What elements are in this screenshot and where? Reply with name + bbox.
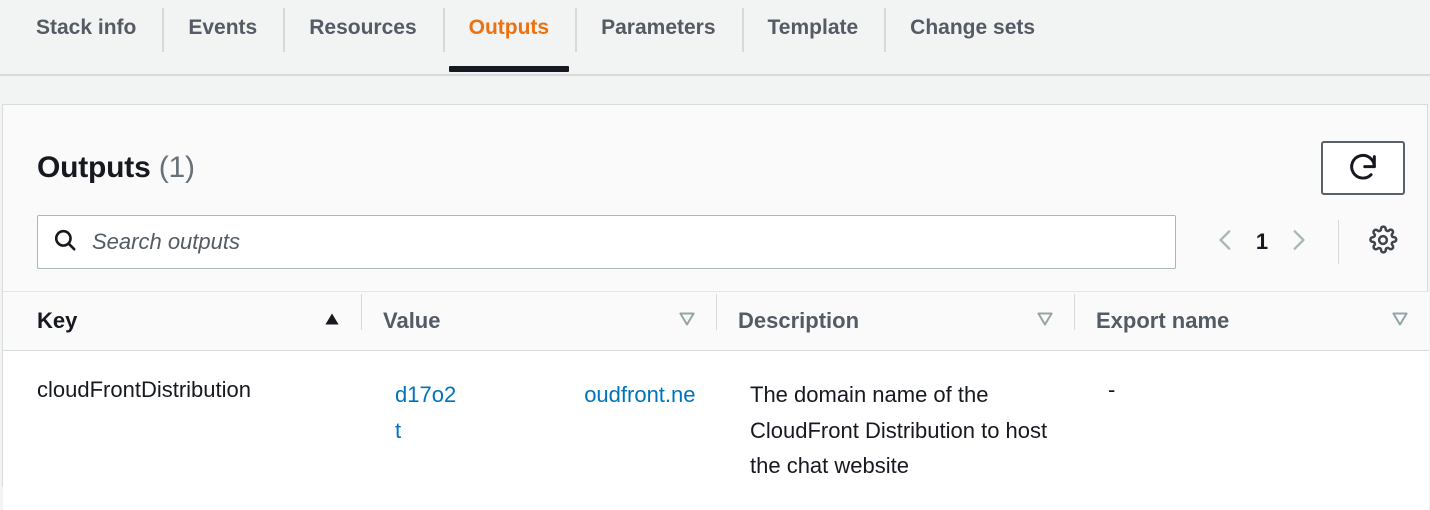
chevron-left-icon [1213,227,1239,258]
triangle-up-filled-icon [321,308,343,335]
tab-parameters[interactable]: Parameters [575,0,741,56]
output-description: The domain name of the CloudFront Distri… [750,382,1048,479]
tab-stack-info[interactable]: Stack info [0,0,162,56]
column-header-description[interactable]: Description [716,291,1074,351]
column-header-label: Value [383,308,441,333]
tab-label: Parameters [601,16,716,39]
cell-key: cloudFrontDistribution [3,350,361,510]
output-value-suffix: oudfront.net [395,382,696,443]
column-header-label: Key [37,308,78,333]
triangle-down-outline-icon [1034,308,1056,335]
outputs-panel-header: Outputs (1) [3,105,1427,195]
column-header-value[interactable]: Value [361,291,716,351]
tab-resources[interactable]: Resources [283,0,442,56]
tab-label: Stack info [36,16,137,39]
search-input[interactable]: Search outputs [37,215,1176,269]
tab-label: Outputs [468,16,550,39]
tab-label: Resources [309,16,417,39]
redacted-segment [456,396,584,397]
cell-export-name: - [1074,350,1429,510]
outputs-count: (1) [158,151,195,184]
pagination: 1 [1204,220,1405,264]
table-filter-row: Search outputs 1 [3,195,1427,269]
output-value-prefix: d17o2 [395,382,457,407]
column-header-export-name[interactable]: Export name [1074,291,1429,351]
page-title: Outputs (1) [37,151,195,185]
tabbar-divider [0,74,1430,76]
table-header-row: Key Value [3,291,1429,351]
tab-label: Events [188,16,258,39]
cell-description: The domain name of the CloudFront Distri… [716,350,1074,510]
refresh-button[interactable] [1321,141,1405,195]
tab-change-sets[interactable]: Change sets [884,0,1061,56]
tab-events[interactable]: Events [162,0,283,56]
tab-template[interactable]: Template [741,0,885,56]
stack-detail-tabs: Stack info Events Resources Outputs Para… [0,0,1430,76]
triangle-down-outline-icon [1389,308,1411,335]
triangle-down-outline-icon [676,308,698,335]
table-preferences-button[interactable] [1361,220,1405,264]
outputs-panel: Outputs (1) Search outputs [2,104,1429,510]
refresh-icon [1346,151,1380,185]
pagination-divider [1338,220,1339,264]
column-header-label: Description [738,308,860,333]
pagination-prev-button[interactable] [1204,220,1248,264]
column-header-label: Export name [1096,308,1230,333]
tab-outputs[interactable]: Outputs [442,0,575,72]
tab-label: Template [767,16,859,39]
page-title-text: Outputs [37,151,151,184]
search-icon [52,227,78,258]
pagination-next-button[interactable] [1276,220,1320,264]
gear-icon [1368,224,1398,260]
outputs-table: Key Value [3,291,1429,510]
pagination-page-1[interactable]: 1 [1255,229,1269,254]
search-placeholder: Search outputs [92,229,240,254]
tab-label: Change sets [910,16,1036,39]
chevron-right-icon [1285,227,1311,258]
column-header-key[interactable]: Key [3,291,361,351]
